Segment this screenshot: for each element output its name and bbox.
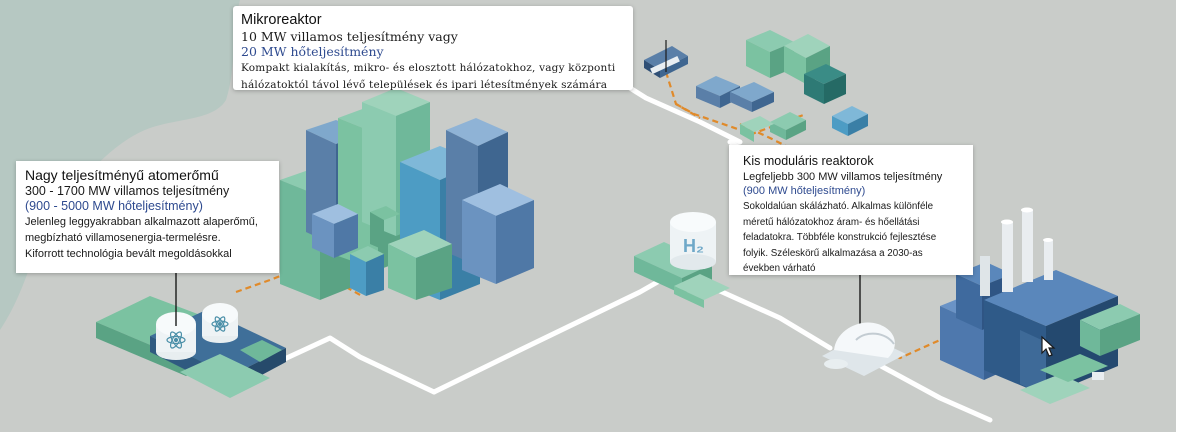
thermal-capacity-text: 20 MW hőteljesítmény: [241, 44, 384, 59]
city-district: [280, 88, 534, 300]
callout-title: Kis moduláris reaktorok: [743, 154, 874, 168]
description-line: folyik. Széleskörű alkalmazása a 2030-as: [743, 247, 923, 259]
callout-microreactor: Mikroreaktor 10 MW villamos teljesítmény…: [233, 6, 633, 91]
description-line: években várható: [743, 263, 816, 274]
village-houses: [696, 30, 868, 142]
description-line: Kiforrott technológia bevált megoldásokk…: [25, 248, 232, 260]
description-line: feladatokra. Többféle konstrukció fejles…: [743, 232, 937, 243]
electric-capacity-text: 300 - 1700 MW villamos teljesítmény: [25, 184, 230, 198]
callout-small-modular-reactor: Kis moduláris reaktorok Legfeljebb 300 M…: [729, 145, 973, 275]
small-modular-reactor: [822, 270, 906, 376]
electric-capacity-text: 10 MW villamos teljesítmény vagy: [241, 29, 458, 44]
thermal-capacity-text: (900 - 5000 MW hőteljesítmény): [25, 199, 203, 213]
atom-icon: [211, 316, 229, 332]
description-line: Sokoldalúan skálázható. Alkalmas különfé…: [743, 201, 934, 212]
road-segment: [431, 273, 671, 395]
atom-icon: [166, 331, 186, 349]
road-segment: [867, 357, 993, 423]
road-segment: [697, 279, 833, 351]
hydrogen-label: H₂: [683, 236, 704, 256]
description-line: hálózatoktól távol lévő települések és i…: [241, 79, 608, 91]
electric-capacity-text: Legfeljebb 300 MW villamos teljesítmény: [743, 171, 943, 183]
callout-title: Nagy teljesítményű atomerőmű: [25, 167, 219, 183]
thermal-capacity-text: (900 MW hőteljesítmény): [743, 185, 866, 197]
callout-title: Mikroreaktor: [241, 12, 322, 28]
description-line: méretű hálózatokhoz áram- és hőellátási: [743, 216, 920, 228]
industrial-plant: [940, 207, 1140, 404]
description-line: Kompakt kialakítás, mikro- és elosztott …: [241, 62, 616, 74]
callout-large-nuclear-plant: Nagy teljesítményű atomerőmű 300 - 1700 …: [16, 161, 279, 273]
description-line: megbízható villamosenergia-termelésre.: [25, 232, 221, 244]
microreactor-site: [644, 40, 688, 78]
large-nuclear-plant: [96, 272, 286, 398]
mouse-cursor-icon: [1041, 335, 1056, 357]
road-segment: [627, 85, 743, 145]
water-body: [0, 0, 240, 330]
description-line: Jelenleg leggyakrabban alkalmazott alape…: [25, 216, 258, 228]
hydrogen-facility: H₂: [634, 212, 730, 308]
road-segment: [275, 335, 437, 395]
